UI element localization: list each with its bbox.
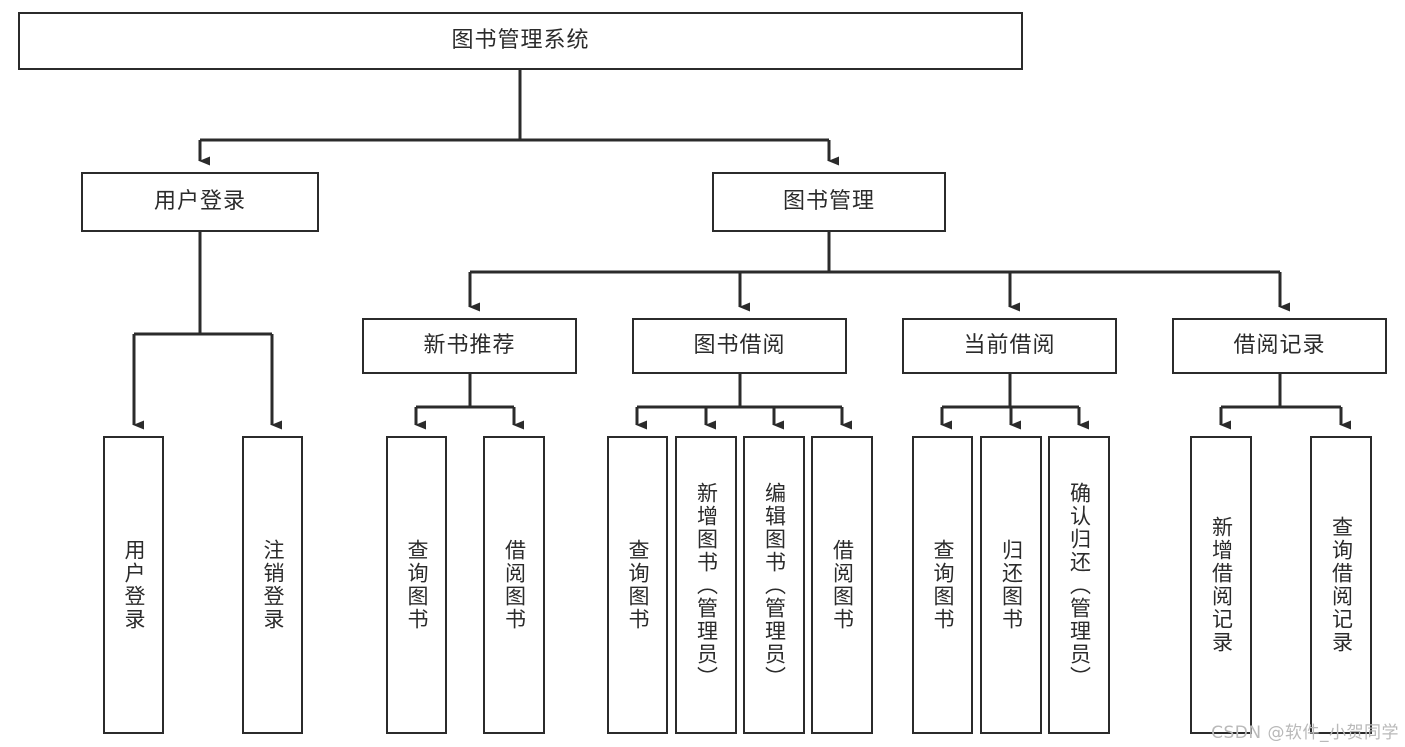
node-label: 查询图书 xyxy=(404,539,429,631)
node-label: 图书借阅 xyxy=(693,332,786,358)
node-leaf-11[interactable]: 新增借阅记录 xyxy=(1190,436,1252,734)
node-leaf-10[interactable]: 确认归还（管理员） xyxy=(1048,436,1110,734)
node-label: 编辑图书（管理员） xyxy=(762,481,787,689)
node-label: 新增借阅记录 xyxy=(1209,516,1234,654)
node-level3-2[interactable]: 当前借阅 xyxy=(902,318,1117,374)
node-label: 借阅记录 xyxy=(1233,332,1326,358)
node-label: 归还图书 xyxy=(999,539,1024,631)
node-leaf-3[interactable]: 借阅图书 xyxy=(483,436,545,734)
node-label: 用户登录 xyxy=(153,188,246,214)
node-leaf-5[interactable]: 新增图书（管理员） xyxy=(675,436,737,734)
node-leaf-7[interactable]: 借阅图书 xyxy=(811,436,873,734)
node-level3-0[interactable]: 新书推荐 xyxy=(362,318,577,374)
node-label: 查询图书 xyxy=(930,539,955,631)
connector-lines xyxy=(132,70,1351,430)
node-leaf-0[interactable]: 用户登录 xyxy=(103,436,164,734)
node-label: 用户登录 xyxy=(121,539,146,631)
node-level3-3[interactable]: 借阅记录 xyxy=(1172,318,1387,374)
node-leaf-9[interactable]: 归还图书 xyxy=(980,436,1042,734)
node-label: 查询图书 xyxy=(625,539,650,631)
node-leaf-1[interactable]: 注销登录 xyxy=(242,436,303,734)
node-label: 借阅图书 xyxy=(502,539,527,631)
node-label: 注销登录 xyxy=(260,539,285,631)
node-leaf-2[interactable]: 查询图书 xyxy=(386,436,447,734)
watermark-label: CSDN @软件_小贺同学 xyxy=(1211,723,1399,743)
node-label: 借阅图书 xyxy=(830,539,855,631)
node-label: 新增图书（管理员） xyxy=(694,481,719,689)
node-label: 当前借阅 xyxy=(963,332,1056,358)
node-label: 新书推荐 xyxy=(423,332,516,358)
node-leaf-6[interactable]: 编辑图书（管理员） xyxy=(743,436,805,734)
node-label: 图书管理系统 xyxy=(451,27,590,53)
node-level3-1[interactable]: 图书借阅 xyxy=(632,318,847,374)
node-label: 确认归还（管理员） xyxy=(1067,481,1092,689)
node-label: 查询借阅记录 xyxy=(1329,516,1354,654)
node-leaf-8[interactable]: 查询图书 xyxy=(912,436,973,734)
node-level2-1[interactable]: 图书管理 xyxy=(712,172,946,232)
node-level2-0[interactable]: 用户登录 xyxy=(81,172,319,232)
node-root[interactable]: 图书管理系统 xyxy=(18,12,1023,70)
node-leaf-12[interactable]: 查询借阅记录 xyxy=(1310,436,1372,734)
node-leaf-4[interactable]: 查询图书 xyxy=(607,436,668,734)
node-label: 图书管理 xyxy=(782,188,875,214)
